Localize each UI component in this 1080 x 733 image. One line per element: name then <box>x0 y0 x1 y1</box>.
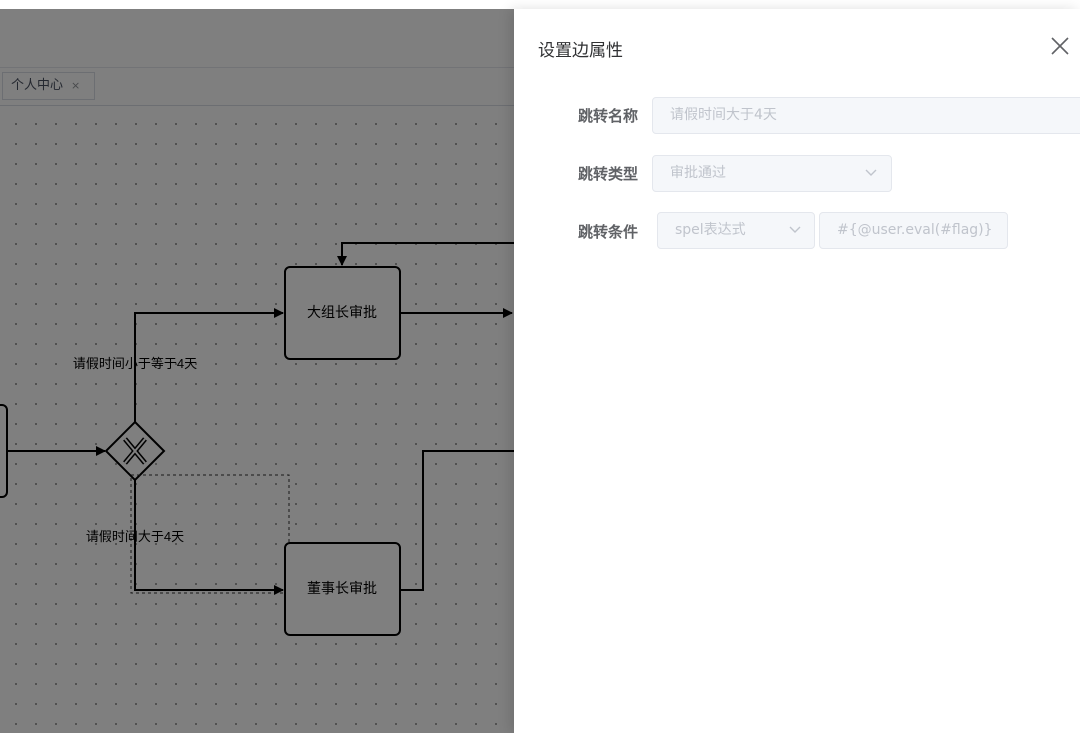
chevron-down-icon <box>789 226 801 233</box>
edge-properties-drawer: 设置边属性 跳转名称 请假时间大于4天 跳转类型 审批通过 跳转条件 spel表… <box>514 9 1080 733</box>
close-icon[interactable] <box>1049 35 1071 57</box>
workspace: 个人中心 × 请假时间小于等于4天 <box>0 9 514 733</box>
jump-name-label: 跳转名称 <box>577 107 638 125</box>
jump-name-input[interactable]: 请假时间大于4天 <box>652 97 1080 134</box>
top-strip <box>0 0 1080 9</box>
drawer-overlay-mask[interactable] <box>0 9 514 733</box>
chevron-down-icon <box>865 169 877 176</box>
jump-type-select[interactable]: 审批通过 <box>652 155 892 192</box>
condition-type-value: spel表达式 <box>675 222 746 238</box>
drawer-title: 设置边属性 <box>538 41 623 61</box>
condition-expression-input[interactable]: #{@user.eval(#flag)} <box>819 212 1008 249</box>
jump-condition-label: 跳转条件 <box>577 223 638 241</box>
jump-type-label: 跳转类型 <box>577 165 638 183</box>
jump-type-value: 审批通过 <box>670 165 726 181</box>
condition-type-select[interactable]: spel表达式 <box>657 212 815 249</box>
